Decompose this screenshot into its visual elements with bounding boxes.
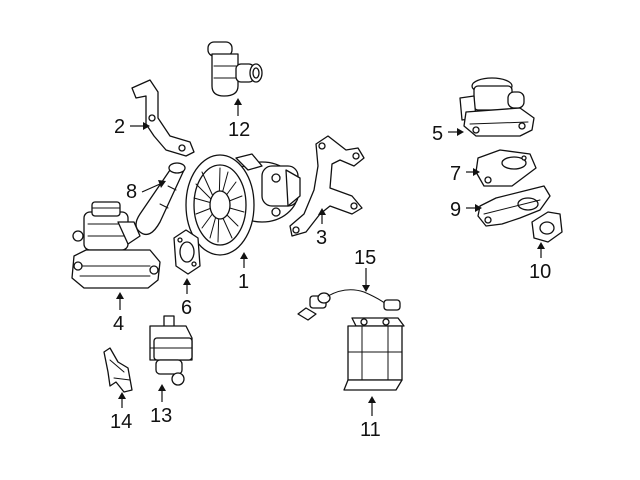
callout-10: 10 [529,261,551,283]
callout-4: 4 [113,313,124,335]
part-5-valve [459,77,535,137]
arrow-10 [537,242,545,249]
callout-labels: 2 12 8 1 3 6 4 5 7 9 10 15 11 13 14 [110,116,551,441]
part-2-bracket [131,79,195,157]
leader-8 [141,183,161,193]
arrow-7 [473,168,480,176]
arrow-6 [183,278,191,285]
part-14-bracket [103,347,133,393]
part-3-bracket [289,135,365,237]
callout-11: 11 [360,419,381,441]
arrow-15 [362,285,370,292]
arrow-1 [240,252,248,259]
callout-12: 12 [228,119,250,141]
arrow-5 [457,128,464,136]
callout-6: 6 [181,297,192,319]
part-6-gasket [173,229,201,275]
callout-9: 9 [450,199,461,221]
arrow-3 [318,208,326,215]
callout-3: 3 [316,227,327,249]
part-4-valve-assembly [71,201,161,289]
leader-lines [116,98,545,416]
arrow-11 [368,396,376,403]
part-12-valve [207,41,263,97]
callout-15: 15 [354,247,376,269]
arrow-4 [116,292,124,299]
part-10-gasket [531,211,563,243]
part-15-sensor [297,289,401,321]
callout-14: 14 [110,411,132,433]
arrow-2 [143,122,150,130]
arrow-12 [234,98,242,105]
part-1-air-pump [185,153,301,256]
callout-13: 13 [150,405,172,427]
part-13-solenoid [149,315,193,386]
part-8-hose [135,162,186,236]
callout-7: 7 [450,163,461,185]
callout-1: 1 [238,271,249,293]
part-9-adapter [477,185,551,227]
part-7-gasket [475,149,537,187]
callout-8: 8 [126,181,137,203]
arrow-8 [158,180,166,188]
part-11-canister [343,317,405,391]
callout-2: 2 [114,116,125,138]
arrow-13 [158,384,166,391]
arrow-14 [118,392,126,399]
arrow-9 [475,204,482,212]
callout-5: 5 [432,123,443,145]
